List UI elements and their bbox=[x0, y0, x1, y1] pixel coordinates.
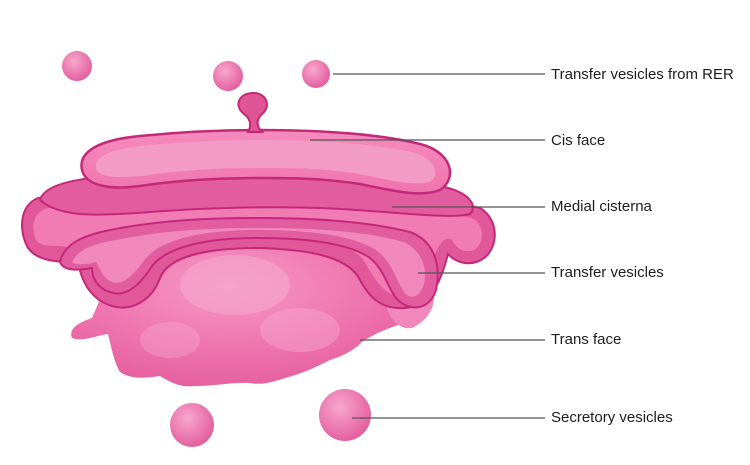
trans-face-highlight bbox=[140, 322, 200, 358]
secretory-vesicle bbox=[319, 389, 371, 441]
cis-face-bud bbox=[237, 91, 268, 133]
rer-transfer-vesicle bbox=[302, 60, 330, 88]
label-cis-face: Cis face bbox=[551, 132, 606, 149]
label-transfer-vesicles: Transfer vesicles bbox=[551, 264, 664, 281]
label-secretory-vesicles: Secretory vesicles bbox=[551, 409, 673, 426]
rer-transfer-vesicle bbox=[213, 61, 243, 91]
label-medial-cisterna: Medial cisterna bbox=[551, 198, 652, 215]
trans-face-highlight bbox=[260, 308, 340, 352]
cis-face-lumen bbox=[95, 140, 436, 184]
secretory-vesicle bbox=[170, 403, 214, 447]
label-transfer-vesicles-from-rer: Transfer vesicles from RER bbox=[551, 66, 734, 83]
rer-transfer-vesicle bbox=[62, 51, 92, 81]
inner-cisterna-lumen bbox=[72, 228, 426, 297]
label-trans-face: Trans face bbox=[551, 331, 622, 348]
trans-face-highlight bbox=[180, 255, 290, 315]
